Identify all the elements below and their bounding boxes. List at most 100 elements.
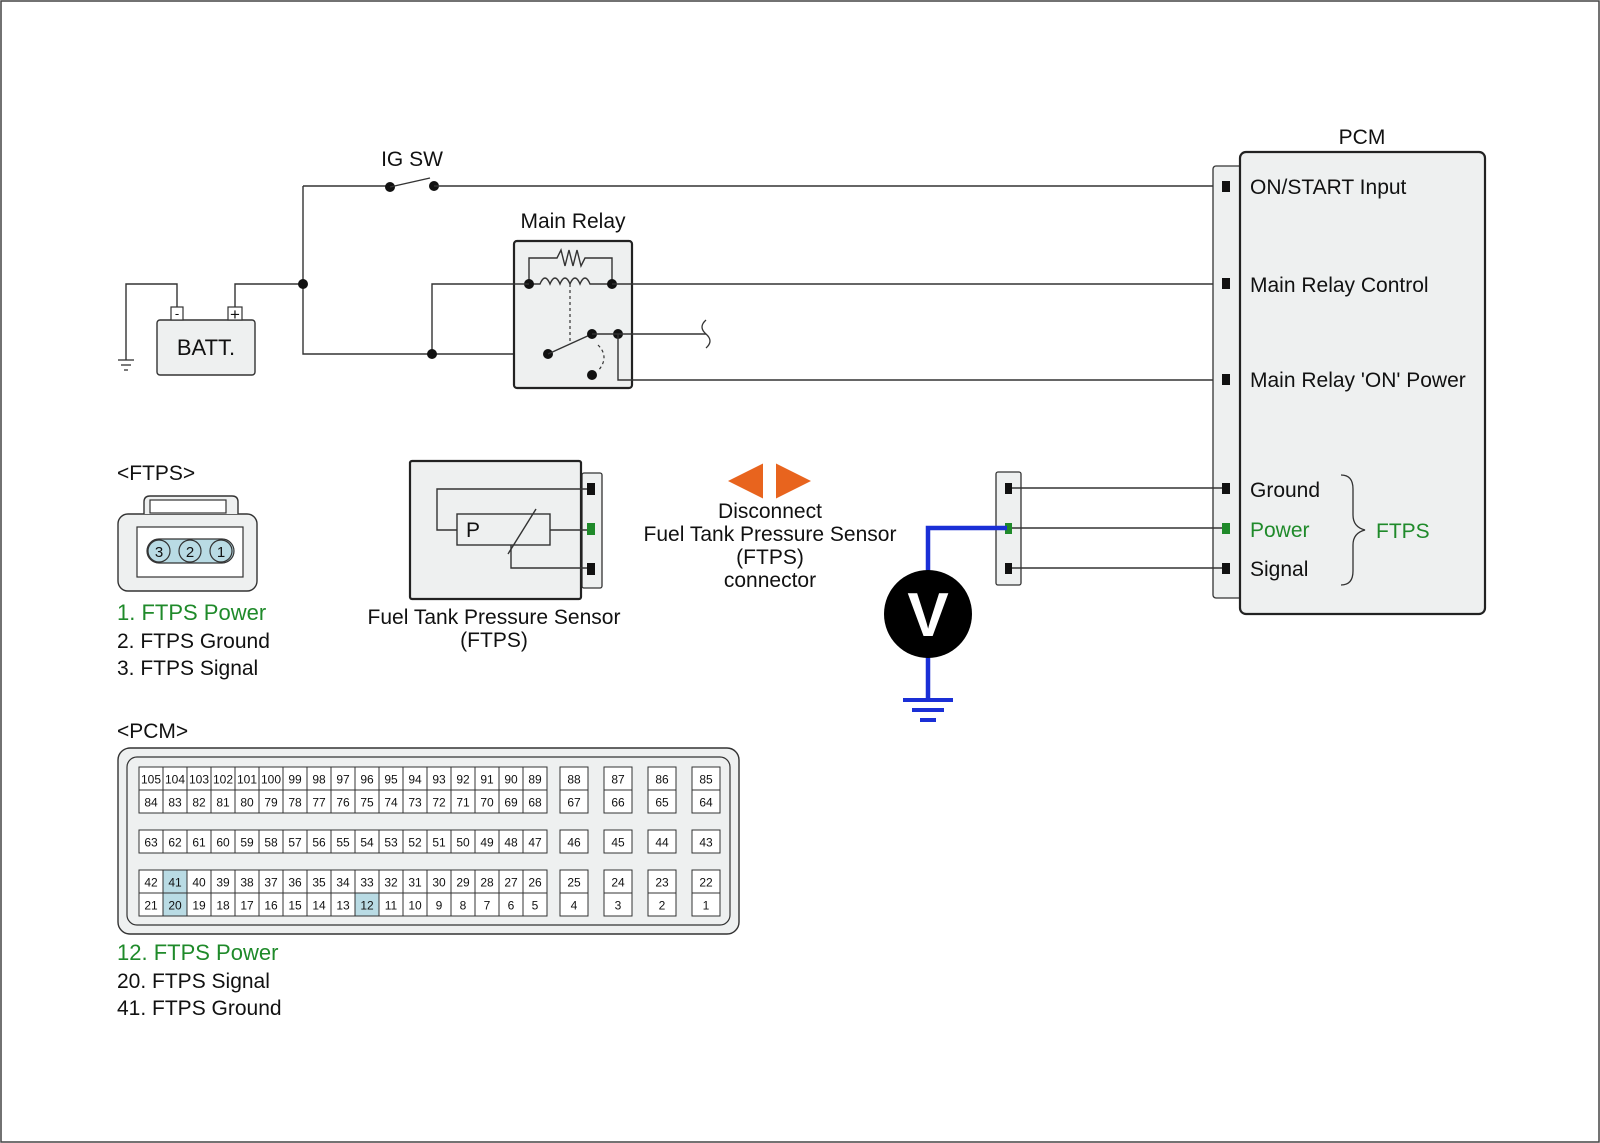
battery-ground-symbol xyxy=(118,283,178,371)
pcm-pin-label: Ground xyxy=(1250,479,1320,502)
battery-plus: + xyxy=(230,305,240,324)
pcm-pin-number: 35 xyxy=(312,876,326,890)
pcm-pin-number: 32 xyxy=(384,876,398,890)
pcm-pin-cell xyxy=(522,892,548,917)
voltmeter-label: V xyxy=(907,581,948,650)
pcm-pin-number: 8 xyxy=(460,899,467,913)
disconnect-note: Fuel Tank Pressure Sensor xyxy=(644,523,897,546)
pcm-pin-number: 19 xyxy=(192,899,206,913)
pcm-pin-number: 25 xyxy=(567,876,581,890)
pcm-pin-number: 5 xyxy=(532,899,539,913)
pcm-terminal xyxy=(1222,181,1230,192)
ftps-pin-number: 3 xyxy=(155,544,163,561)
pcm-pin-number: 94 xyxy=(408,773,422,787)
pcm-pin-number: 17 xyxy=(240,899,254,913)
ftps-pin-number: 1 xyxy=(217,544,225,561)
pcm-pin-number: 69 xyxy=(504,796,518,810)
pcm-pin-number: 89 xyxy=(528,773,542,787)
pcm-pin-number: 79 xyxy=(264,796,278,810)
wire-main-relay-on-power xyxy=(617,334,1222,381)
pcm-pin-number: 67 xyxy=(567,796,581,810)
pcm-pin-label: Signal xyxy=(1250,558,1308,581)
pcm-terminal-power xyxy=(1222,523,1230,534)
pcm-pin-number: 47 xyxy=(528,836,542,850)
pcm-legend-item: 41. FTPS Ground xyxy=(117,997,282,1020)
pcm-pin-number: 57 xyxy=(288,836,302,850)
pcm-pin-number: 66 xyxy=(611,796,625,810)
ftps-sensor: P xyxy=(408,459,603,601)
disconnect-note: (FTPS) xyxy=(736,546,804,569)
wire-trunk xyxy=(302,186,548,355)
pcm-pin-cell xyxy=(603,789,633,814)
pcm-pin-cell xyxy=(647,789,677,814)
junction-dot xyxy=(298,279,308,289)
ftps-legend-item: 3. FTPS Signal xyxy=(117,657,258,680)
pcm-pin-number: 10 xyxy=(408,899,422,913)
wire-relay-coil-supply xyxy=(431,283,529,354)
pcm-pin-number: 30 xyxy=(432,876,446,890)
pcm-pin-number: 86 xyxy=(655,773,669,787)
pcm-pin-number: 59 xyxy=(240,836,254,850)
pcm-pin-number: 73 xyxy=(408,796,422,810)
pcm-pin-cell xyxy=(691,892,721,917)
pcm-pin-number: 101 xyxy=(237,773,257,787)
pcm-pin-number: 70 xyxy=(480,796,494,810)
pcm-pin-number: 102 xyxy=(213,773,233,787)
pcm-pin-cell xyxy=(603,829,633,854)
sensor-element-label: P xyxy=(466,519,480,542)
ignition-switch: IG SW xyxy=(303,148,1222,192)
ftps-group-label: FTPS xyxy=(1376,520,1430,543)
pcm-pin-number: 12 xyxy=(360,899,374,913)
pcm-connector-title: <PCM> xyxy=(117,720,188,743)
ftps-legend-item: 1. FTPS Power xyxy=(117,600,266,625)
pcm-terminal xyxy=(1222,563,1230,574)
pcm-pin-number: 9 xyxy=(436,899,443,913)
pcm-pin-number: 82 xyxy=(192,796,206,810)
disconnect-note: connector xyxy=(724,569,816,592)
pcm-pin-number: 28 xyxy=(480,876,494,890)
pcm-pin-number: 37 xyxy=(264,876,278,890)
pcm-pin-number: 97 xyxy=(336,773,350,787)
pcm-pin-number: 105 xyxy=(141,773,161,787)
wire-battery-plus xyxy=(234,283,303,307)
pcm-title: PCM xyxy=(1339,126,1386,149)
pcm-pin-number: 52 xyxy=(408,836,422,850)
pcm-pin-number: 98 xyxy=(312,773,326,787)
pcm-pin-cell xyxy=(647,829,677,854)
pcm-pin-number: 72 xyxy=(432,796,446,810)
pcm-pin-number: 53 xyxy=(384,836,398,850)
pcm-pin-cell xyxy=(691,829,721,854)
pcm-pin-number: 63 xyxy=(144,836,158,850)
pcm-pin-number: 46 xyxy=(567,836,581,850)
pcm-pin-number: 71 xyxy=(456,796,470,810)
pcm-pin-number: 65 xyxy=(655,796,669,810)
pcm-pin-number: 85 xyxy=(699,773,713,787)
pcm-module: PCM ON/START Input Main Relay Control Ma… xyxy=(1212,126,1487,616)
pcm-pin-number: 58 xyxy=(264,836,278,850)
pcm-pin-number: 84 xyxy=(144,796,158,810)
ftps-connector-face: 3 2 1 xyxy=(117,495,258,592)
pcm-pin-number: 18 xyxy=(216,899,230,913)
pcm-pin-number: 26 xyxy=(528,876,542,890)
pcm-legend-item: 12. FTPS Power xyxy=(117,940,278,965)
pcm-pin-number: 61 xyxy=(192,836,206,850)
main-relay-label: Main Relay xyxy=(520,210,626,233)
pcm-pin-number: 7 xyxy=(484,899,491,913)
pcm-pin-number: 76 xyxy=(336,796,350,810)
pcm-pin-number: 96 xyxy=(360,773,374,787)
pcm-pin-number: 3 xyxy=(615,899,622,913)
pcm-pin-label-power: Power xyxy=(1250,519,1310,542)
battery-minus: - xyxy=(175,306,179,321)
disconnect-note: Disconnect xyxy=(718,500,822,523)
pcm-pin-number: 15 xyxy=(288,899,302,913)
pcm-pin-label: Main Relay Control xyxy=(1250,274,1429,297)
voltmeter-probe-lead xyxy=(925,525,1007,575)
pcm-legend-item: 20. FTPS Signal xyxy=(117,970,270,993)
pcm-pin-number: 39 xyxy=(216,876,230,890)
pcm-pin-number: 43 xyxy=(699,836,713,850)
pcm-pin-number: 40 xyxy=(192,876,206,890)
pcm-pin-number: 81 xyxy=(216,796,230,810)
